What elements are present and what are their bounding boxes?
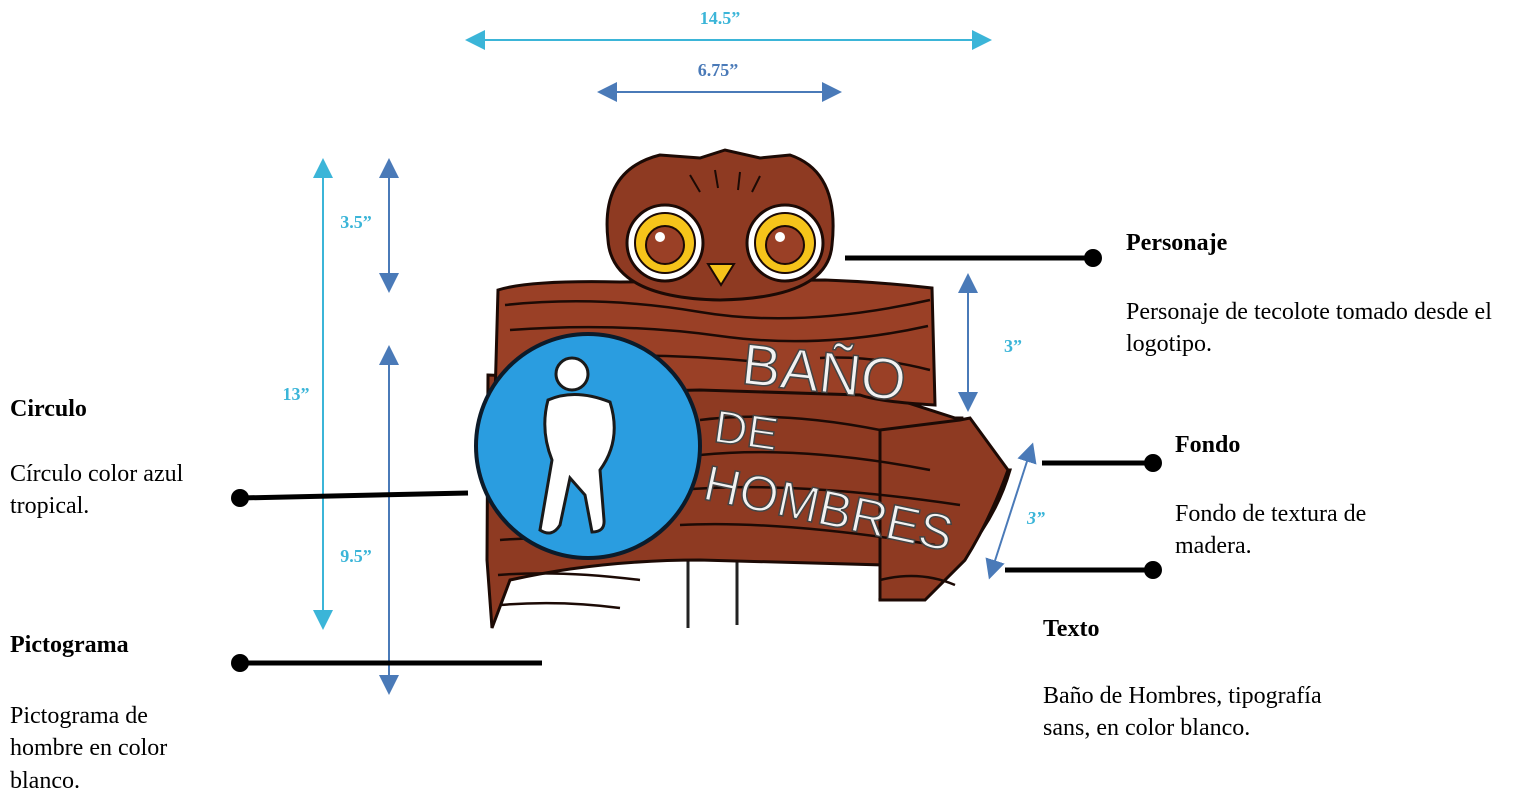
head-height-label: 3.5” [340, 212, 372, 232]
leader-lines [231, 249, 1162, 672]
circulo-dot [231, 489, 249, 507]
sign-text-line2: DE [711, 400, 782, 460]
fondo-title: Fondo [1175, 432, 1241, 458]
man-pictogram [538, 356, 616, 535]
pictograma-description: Pictograma de hombre en color blanco. [10, 703, 168, 794]
arrow-height-line [985, 442, 1037, 580]
fondo-description: Fondo de textura de madera. [1175, 501, 1367, 560]
head-width-label: 6.75” [698, 60, 739, 80]
personaje-dot [1084, 249, 1102, 267]
texto-description: Baño de Hombres, tipografía sans, en col… [1043, 683, 1322, 742]
owl-eye-right-shine [775, 232, 785, 242]
personaje-description: Personaje de tecolote tomado desde el lo… [1126, 299, 1492, 358]
arrow-height-label: 3” [1026, 508, 1045, 528]
personaje-title: Personaje [1126, 230, 1228, 256]
owl-eye-left-pupil [645, 225, 685, 265]
owl-eye-right-pupil [765, 225, 805, 265]
total-height-label: 13” [283, 384, 310, 404]
texto-dot [1144, 561, 1162, 579]
circulo-title: Circulo [10, 396, 87, 422]
owl-beak [706, 263, 736, 287]
owl-eye-left-shine [655, 232, 665, 242]
fondo-dot [1144, 454, 1162, 472]
circulo-leader [239, 490, 469, 501]
texto-title: Texto [1043, 616, 1100, 642]
circulo-description: Círculo color azul tropical. [10, 461, 184, 520]
pictograma-title: Pictograma [10, 632, 129, 658]
owl-character [605, 148, 835, 302]
arrow-head [878, 416, 1010, 602]
dimension-lines: 14.5” 6.75” 13” 3.5” 9.5” 3” 3” [283, 8, 1045, 695]
total-width-label: 14.5” [700, 8, 741, 28]
board-height-label: 9.5” [340, 546, 372, 566]
top-board-height-label: 3” [1004, 336, 1022, 356]
sign-illustration: BAÑO DE HOMBRES [474, 148, 1012, 629]
owl-feathers [689, 169, 761, 193]
pictograma-dot [231, 654, 249, 672]
